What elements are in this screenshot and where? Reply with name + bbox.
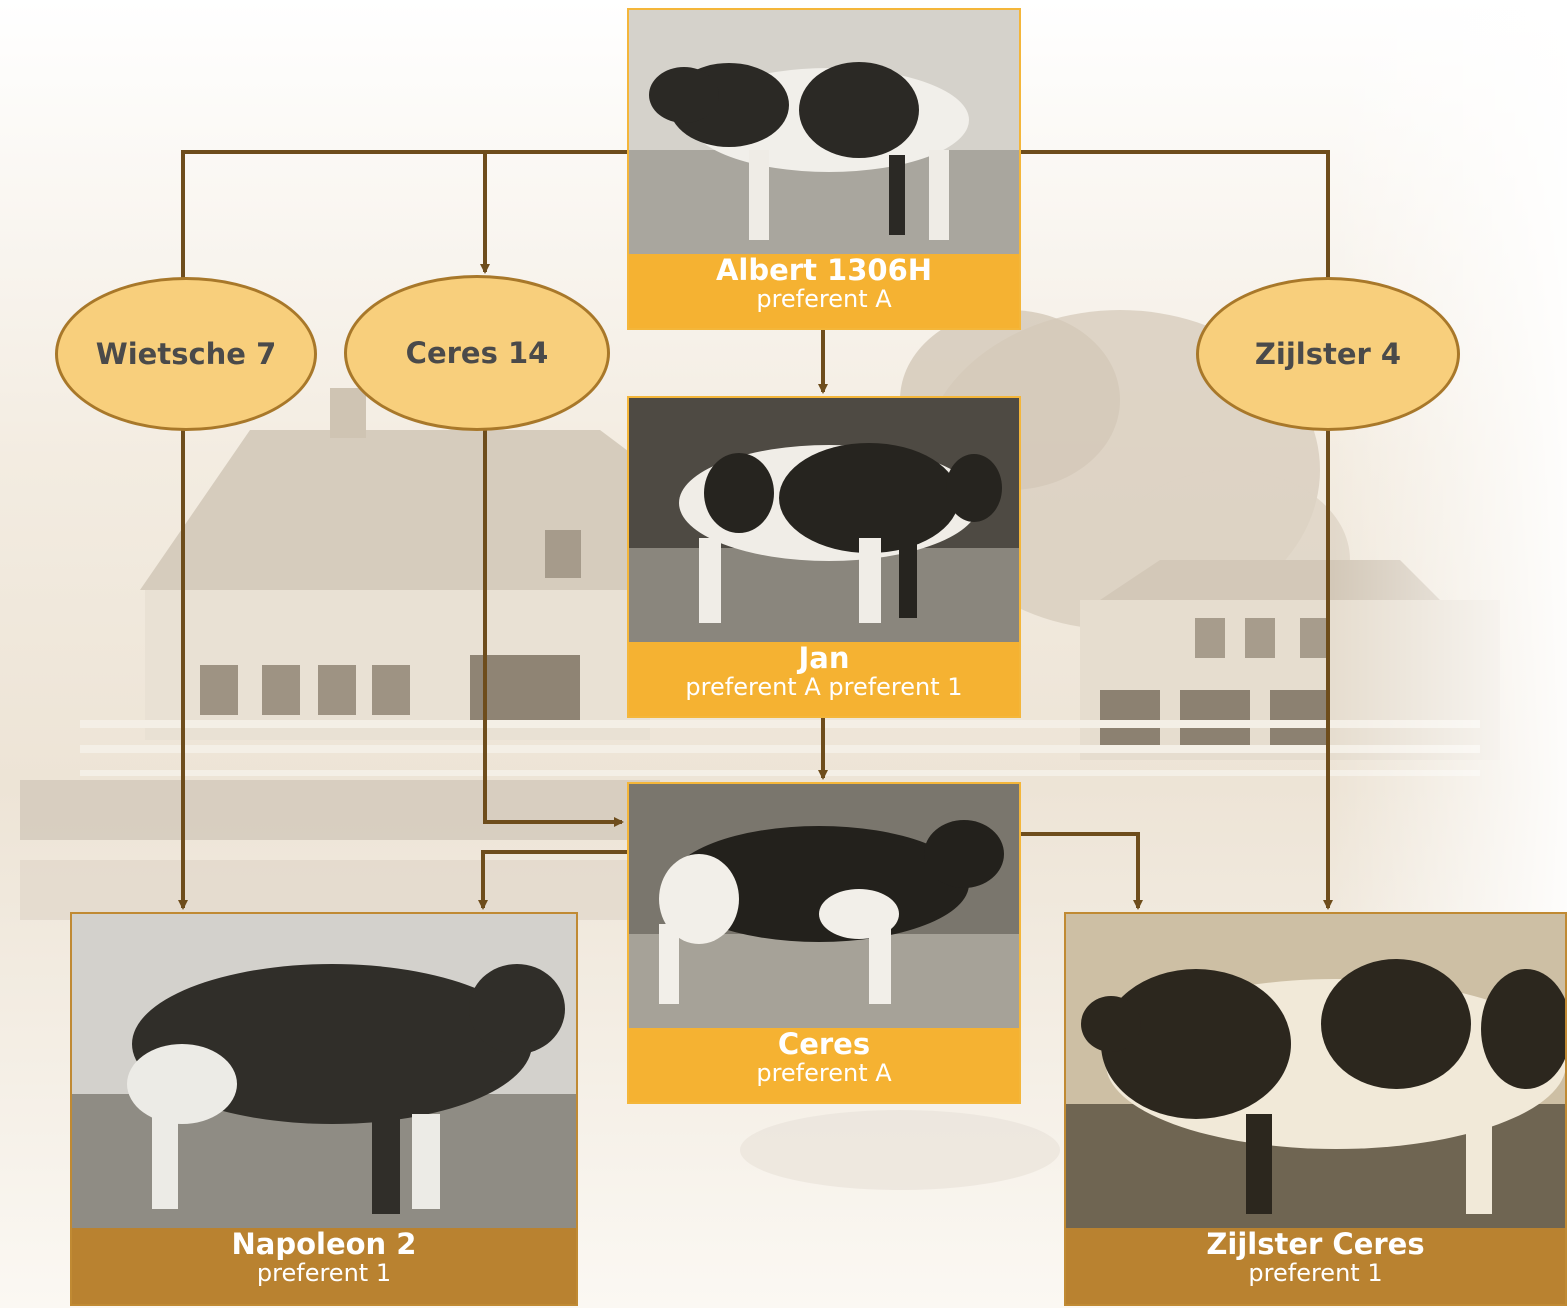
link-ceres-napoleon: [478, 850, 628, 910]
node-jan: Jan preferent A preferent 1: [627, 396, 1021, 718]
albert-title: preferent A: [756, 285, 892, 313]
node-napoleon: Napoleon 2 preferent 1: [70, 912, 578, 1306]
link-albert-zijlster4: [1020, 150, 1330, 280]
link-ceres-zijlster-ceres: [1020, 832, 1143, 910]
zijlster-ceres-photo: [1066, 914, 1565, 1230]
ceres-name: Ceres: [777, 1027, 871, 1061]
node-zijlster-ceres: Zijlster Ceres preferent 1: [1064, 912, 1567, 1306]
zijlster-ceres-title: preferent 1: [1248, 1259, 1383, 1287]
albert-caption: Albert 1306H preferent A: [629, 254, 1019, 328]
jan-caption: Jan preferent A preferent 1: [629, 642, 1019, 716]
albert-photo: [629, 10, 1019, 254]
jan-title: preferent A preferent 1: [685, 673, 963, 701]
node-ceres: Ceres preferent A: [627, 782, 1021, 1104]
jan-photo: [629, 398, 1019, 642]
link-albert-wietsche: [181, 150, 628, 280]
napoleon-name: Napoleon 2: [231, 1227, 417, 1261]
oval-wietsche-7: Wietsche 7: [55, 277, 317, 431]
oval-zijlster-4: Zijlster 4: [1196, 277, 1460, 431]
ceres-title: preferent A: [756, 1059, 892, 1087]
node-albert: Albert 1306H preferent A: [627, 8, 1021, 330]
jan-name: Jan: [798, 641, 850, 675]
link-ceres14-ceres: [483, 428, 624, 827]
ceres-caption: Ceres preferent A: [629, 1028, 1019, 1102]
napoleon-photo: [72, 914, 576, 1230]
albert-name: Albert 1306H: [715, 253, 933, 287]
oval-ceres-14: Ceres 14: [344, 275, 610, 431]
zijlster-ceres-name: Zijlster Ceres: [1206, 1227, 1425, 1261]
zijlster-ceres-caption: Zijlster Ceres preferent 1: [1066, 1228, 1565, 1304]
ceres-photo: [629, 784, 1019, 1028]
napoleon-title: preferent 1: [256, 1259, 392, 1287]
napoleon-caption: Napoleon 2 preferent 1: [72, 1228, 576, 1304]
